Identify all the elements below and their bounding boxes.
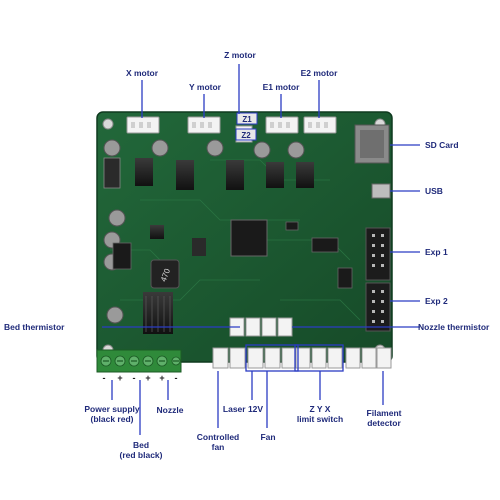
bracket-boxes [245,344,344,372]
filament-detector-label: Filament detector [367,408,402,428]
inductor [150,259,180,289]
bed-label: Bed (red black) [120,440,163,460]
capacitors [103,139,305,324]
z1-tag [236,112,258,125]
polarity-mark: - [103,373,106,383]
exp1-header [365,227,391,281]
usb-label: USB [425,186,443,196]
usb-port [371,183,391,199]
main-mcu [230,219,268,257]
limit-switch-line1: Z Y X [309,404,331,414]
controlled-fan-label: Controlled fan [197,432,240,452]
sd-card-label: SD Card [425,140,459,150]
inductor-marking: 470 [159,267,172,283]
z-motor-label: Z motor [224,50,256,60]
power-supply-line1: Power supply [84,404,140,414]
filament-line1: Filament [366,408,402,418]
filament-line2: detector [367,418,401,428]
x-motor-label: X motor [125,68,159,78]
leader-lines [102,64,420,435]
bottom-connectors [212,347,392,369]
limit-switch-line2: limit switch [296,414,344,424]
e2-motor-label: E2 motor [300,68,338,78]
power-supply-label: Power supply (black red) [84,404,139,424]
polarity-marks: - + - + + - [103,373,178,383]
e1-motor-label: E1 motor [262,82,300,92]
bed-line1: Bed [132,440,150,450]
bed-line2: (red black) [119,450,163,460]
polarity-mark: - [175,373,178,383]
controlled-fan-line2: fan [211,442,225,452]
bed-thermistor-label: Bed thermistor [4,322,65,332]
y-motor-label: Y motor [189,82,221,92]
controlled-fan-line1: Controlled [196,432,240,442]
polarity-mark: + [159,373,164,383]
exp2-label: Exp 2 [425,296,448,306]
z2-tag [235,128,257,141]
z1-label: Z1 [242,115,252,124]
fan-label: Fan [260,432,276,442]
polarity-mark: + [117,373,122,383]
polarity-mark: - [133,373,136,383]
nozzle-thermistor-label: Nozzle thermistor [418,322,490,332]
limit-switch-label: Z Y X limit switch [297,404,343,424]
z2-label: Z2 [241,131,251,140]
exp1-label: Exp 1 [425,247,448,257]
exp2-header [365,282,391,332]
laser-label: Laser 12V [222,404,264,414]
polarity-mark: + [145,373,150,383]
power-supply-line2: (black red) [90,414,134,424]
nozzle-label: Nozzle [156,405,184,415]
